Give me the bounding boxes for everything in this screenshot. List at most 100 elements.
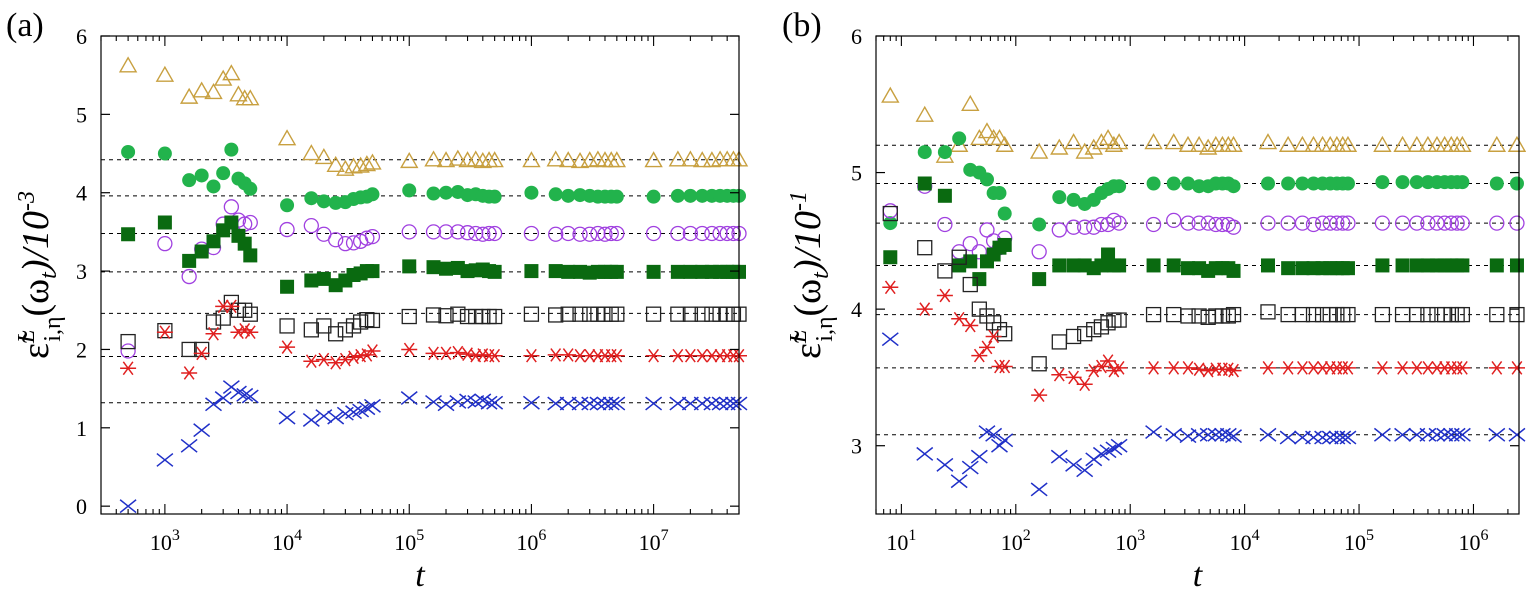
data-point (121, 144, 136, 159)
data-point (978, 340, 995, 355)
data-point (1335, 215, 1351, 231)
data-point (1214, 216, 1231, 233)
data-point (1295, 261, 1310, 276)
data-point (1065, 219, 1082, 235)
data-point (561, 188, 576, 203)
data-point (1260, 258, 1275, 273)
data-point (1064, 133, 1083, 150)
data-point (1419, 427, 1437, 442)
data-point (1339, 430, 1357, 445)
data-point (1374, 215, 1391, 231)
data-point (1373, 135, 1392, 152)
data-point (1305, 306, 1322, 323)
data-point (1065, 328, 1082, 345)
x-tick-label: 104 (1230, 527, 1260, 555)
series-cross (881, 332, 1526, 497)
data-point (1032, 272, 1047, 287)
data-point (881, 332, 899, 347)
series-asterisk (882, 280, 1525, 403)
data-point (425, 307, 442, 323)
data-point (1418, 135, 1438, 152)
y-tick-label: 0 (76, 494, 87, 519)
data-point (229, 385, 247, 400)
data-point (1181, 261, 1196, 276)
data-point (237, 236, 252, 251)
data-point (119, 499, 137, 514)
data-point (683, 188, 698, 203)
data-point (704, 306, 720, 322)
data-point (364, 228, 381, 245)
data-point (645, 306, 662, 322)
data-point (1191, 215, 1207, 231)
data-point (459, 308, 476, 325)
data-point (475, 226, 491, 242)
data-point (962, 276, 978, 293)
data-point (358, 401, 376, 416)
data-point (937, 263, 953, 279)
data-point (364, 344, 381, 358)
data-point (990, 129, 1009, 146)
data-point (917, 145, 932, 160)
data-point (1340, 176, 1355, 191)
data-point (1225, 306, 1242, 323)
data-point (1488, 361, 1505, 375)
data-point (303, 322, 319, 338)
data-point (352, 314, 369, 330)
data-point (572, 226, 588, 242)
data-point (609, 189, 624, 204)
x-tick-label: 103 (1115, 527, 1145, 555)
data-point (243, 248, 258, 263)
data-point (695, 188, 710, 203)
data-point (972, 272, 987, 287)
data-point (466, 150, 485, 167)
data-point (1179, 429, 1197, 444)
data-point (682, 225, 699, 242)
plot-frame (100, 35, 740, 515)
data-point (581, 396, 599, 411)
data-point (560, 306, 576, 322)
y-tick-label: 3 (76, 259, 87, 284)
data-point (1393, 135, 1412, 152)
data-point (181, 268, 197, 285)
plot-frame (875, 35, 1520, 515)
data-point (206, 234, 221, 249)
data-point (1454, 215, 1471, 231)
y-tick-label: 5 (851, 161, 862, 186)
data-point (1225, 363, 1242, 378)
data-point (1200, 309, 1216, 325)
data-point (1190, 427, 1208, 442)
data-point (603, 306, 619, 322)
data-point (1098, 129, 1118, 146)
data-point (481, 308, 497, 325)
data-point (327, 410, 345, 425)
data-point (181, 341, 197, 358)
data-point (570, 151, 590, 169)
data-point (206, 179, 221, 194)
data-point (193, 346, 210, 361)
series-circle-filled (883, 131, 1524, 232)
data-point (1066, 192, 1081, 207)
data-point (194, 168, 209, 183)
data-point (487, 264, 502, 279)
data-point (916, 446, 934, 461)
data-point (979, 172, 994, 187)
x-tick-label: 101 (886, 527, 916, 555)
data-point (316, 194, 331, 209)
data-point (1166, 176, 1181, 191)
data-point (316, 271, 331, 286)
data-point (279, 340, 296, 354)
data-point (952, 258, 967, 273)
data-point (157, 146, 172, 161)
data-point (669, 396, 687, 411)
data-point (1093, 359, 1110, 374)
data-point (560, 348, 577, 362)
data-point (205, 326, 222, 341)
y-axis-title: ε̃Li,η(ωt)/10-3 (14, 191, 66, 359)
data-point (607, 151, 627, 168)
data-point (682, 306, 699, 322)
data-point (213, 69, 233, 86)
data-point (1509, 215, 1525, 231)
data-point (1329, 215, 1345, 231)
data-point (725, 306, 742, 322)
